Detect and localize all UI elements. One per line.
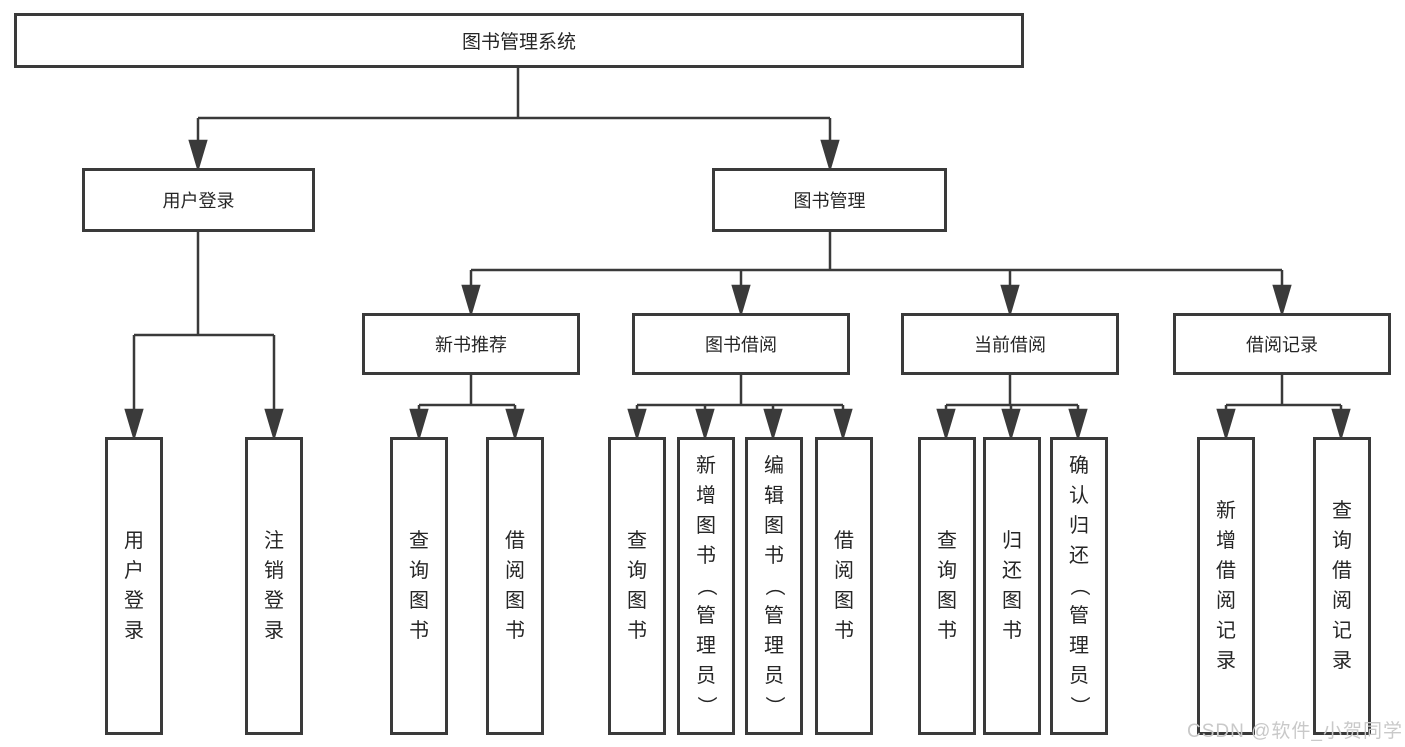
node-borrow-record: 借阅记录 bbox=[1173, 313, 1391, 375]
connector-bookborrow-to-leaves bbox=[627, 375, 853, 442]
leaf-label: 编辑图书（管理员） bbox=[763, 455, 785, 716]
node-label: 图书借阅 bbox=[705, 335, 777, 355]
connector-bookmgmt-to-level3 bbox=[461, 232, 1292, 318]
node-label: 用户登录 bbox=[162, 191, 235, 211]
leaf-label: 注销登录 bbox=[264, 530, 284, 642]
connector-root-to-level2 bbox=[188, 68, 840, 173]
leaf-borrow-book-2: 借阅图书 bbox=[815, 437, 873, 735]
node-label: 借阅记录 bbox=[1246, 335, 1318, 355]
leaf-edit-book-admin: 编辑图书（管理员） bbox=[745, 437, 803, 735]
leaf-label: 确认归还（管理员） bbox=[1068, 455, 1090, 716]
leaf-logout: 注销登录 bbox=[245, 437, 303, 735]
leaf-query-borrow-record: 查询借阅记录 bbox=[1313, 437, 1371, 735]
leaf-label: 借阅图书 bbox=[505, 530, 525, 642]
connector-currentborrow-to-leaves bbox=[936, 375, 1088, 442]
leaf-label: 归还图书 bbox=[1002, 530, 1022, 642]
leaf-label: 查询借阅记录 bbox=[1332, 500, 1352, 672]
leaf-label: 查询图书 bbox=[627, 530, 647, 642]
node-root-system: 图书管理系统 bbox=[14, 13, 1024, 68]
leaf-query-book-3: 查询图书 bbox=[918, 437, 976, 735]
leaf-user-login: 用户登录 bbox=[105, 437, 163, 735]
node-label: 图书管理 bbox=[793, 191, 866, 211]
leaf-add-book-admin: 新增图书（管理员） bbox=[677, 437, 735, 735]
connector-userlogin-to-leaves bbox=[124, 232, 284, 442]
connector-newbook-to-leaves bbox=[409, 375, 525, 442]
leaf-add-borrow-record: 新增借阅记录 bbox=[1197, 437, 1255, 735]
leaf-borrow-book-1: 借阅图书 bbox=[486, 437, 544, 735]
leaf-label: 用户登录 bbox=[124, 530, 144, 642]
node-current-borrow: 当前借阅 bbox=[901, 313, 1119, 375]
leaf-label: 新增借阅记录 bbox=[1216, 500, 1236, 672]
leaf-label: 借阅图书 bbox=[834, 530, 854, 642]
connector-borrowrecord-to-leaves bbox=[1216, 375, 1351, 442]
leaf-label: 查询图书 bbox=[937, 530, 957, 642]
node-book-borrow: 图书借阅 bbox=[632, 313, 850, 375]
node-label: 新书推荐 bbox=[435, 335, 507, 355]
leaf-return-book: 归还图书 bbox=[983, 437, 1041, 735]
node-new-book-recommend: 新书推荐 bbox=[362, 313, 580, 375]
node-user-login: 用户登录 bbox=[82, 168, 315, 232]
node-label: 图书管理系统 bbox=[461, 32, 576, 53]
node-book-management: 图书管理 bbox=[712, 168, 947, 232]
leaf-label: 查询图书 bbox=[409, 530, 429, 642]
leaf-query-book-2: 查询图书 bbox=[608, 437, 666, 735]
leaf-label: 新增图书（管理员） bbox=[695, 455, 717, 716]
leaf-query-book-1: 查询图书 bbox=[390, 437, 448, 735]
node-label: 当前借阅 bbox=[974, 335, 1046, 355]
leaf-confirm-return-admin: 确认归还（管理员） bbox=[1050, 437, 1108, 735]
